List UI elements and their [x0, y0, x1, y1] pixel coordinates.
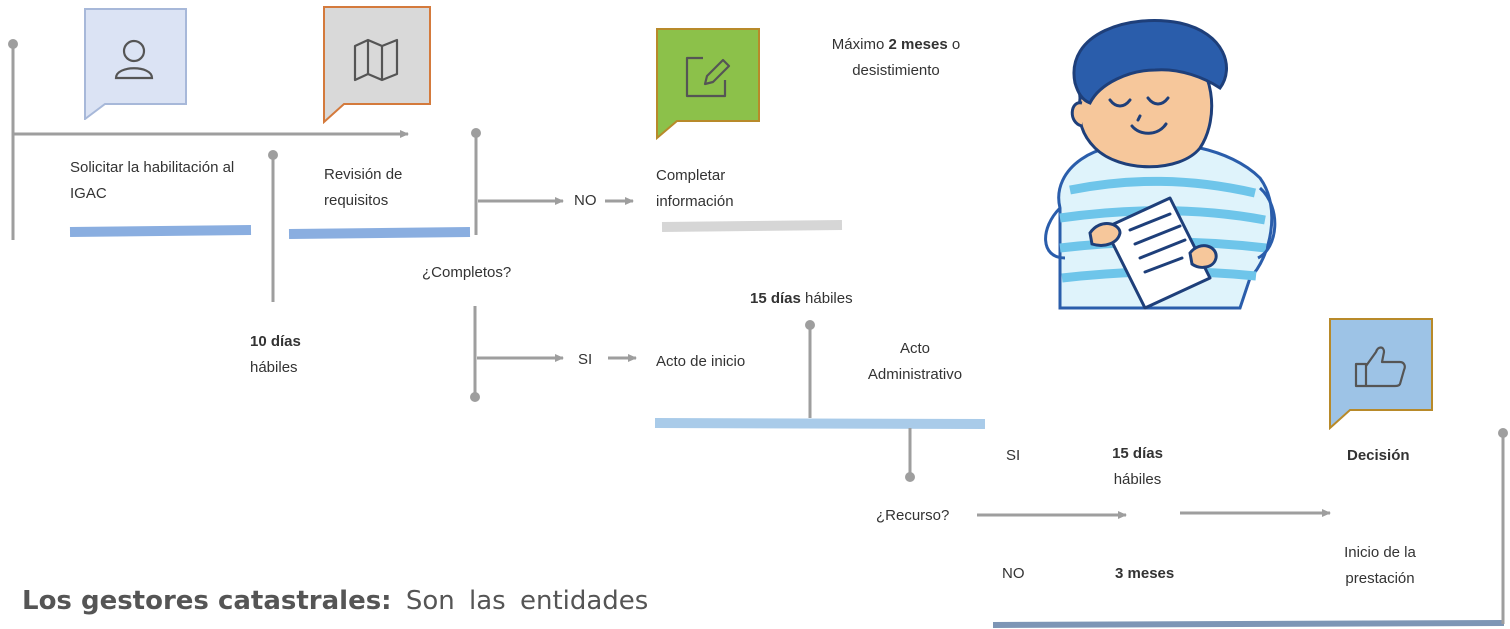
completos-upper-dot: [471, 128, 481, 138]
solicitar-bar: [69, 225, 252, 237]
ten-days-number: 10 días: [250, 333, 301, 350]
start-connector: [11, 44, 409, 240]
fifteen-days-dot: [805, 320, 815, 330]
revision-label: Revisión de requisitos: [324, 166, 403, 209]
revision-bar: [288, 227, 471, 239]
person-icon: [114, 39, 154, 80]
acto-bar: [654, 418, 986, 429]
completos-lower-dot: [470, 392, 480, 402]
completos-question: ¿Completos?: [422, 264, 512, 281]
fifteen-days-2-number: 15 días: [1112, 445, 1163, 462]
footer-rest: Son las entidades: [391, 586, 649, 616]
recurso-no-label: NO: [1002, 565, 1025, 582]
map-icon: [353, 38, 399, 82]
recurso-question: ¿Recurso?: [876, 507, 950, 524]
person-bubble: [84, 8, 187, 120]
three-months-label: 3 meses: [1115, 565, 1175, 582]
person-reading-illustration: [1044, 19, 1277, 310]
map-bubble: [323, 6, 431, 124]
completar-label: Completar información: [656, 167, 734, 210]
edit-bubble: [656, 28, 760, 140]
thumbs-up-icon: [1354, 346, 1406, 388]
completar-bar: [661, 220, 843, 232]
footer-bold: Los gestores catastrales:: [22, 586, 392, 616]
prestacion-bar: [992, 620, 1505, 628]
inicio-prestacion-label: Inicio de la prestación: [1344, 544, 1416, 587]
maximo-label: Máximo 2 meses o desistimiento: [831, 36, 961, 79]
fifteen-days-label: 15 días hábiles: [750, 290, 853, 307]
recurso-dot: [905, 472, 915, 482]
recurso-si-label: SI: [1006, 447, 1021, 464]
start-dot: [8, 39, 18, 49]
edit-icon: [685, 56, 731, 98]
decision-label: Decisión: [1347, 447, 1410, 464]
ten-days-dot: [268, 150, 278, 160]
fifteen-days-2-unit: hábiles: [1113, 471, 1162, 488]
footer-text: Los gestores catastrales: Son las entida…: [22, 586, 648, 616]
si-label: SI: [578, 351, 593, 368]
solicitar-label: Solicitar la habilitación al IGAC: [70, 159, 235, 202]
end-dot: [1498, 428, 1508, 438]
acto-administrativo-label: Acto Administrativo: [867, 340, 963, 383]
thumbs-up-bubble: [1329, 318, 1433, 430]
ten-days-unit: hábiles: [250, 359, 298, 376]
no-label: NO: [574, 192, 597, 209]
acto-inicio-label: Acto de inicio: [656, 353, 746, 370]
